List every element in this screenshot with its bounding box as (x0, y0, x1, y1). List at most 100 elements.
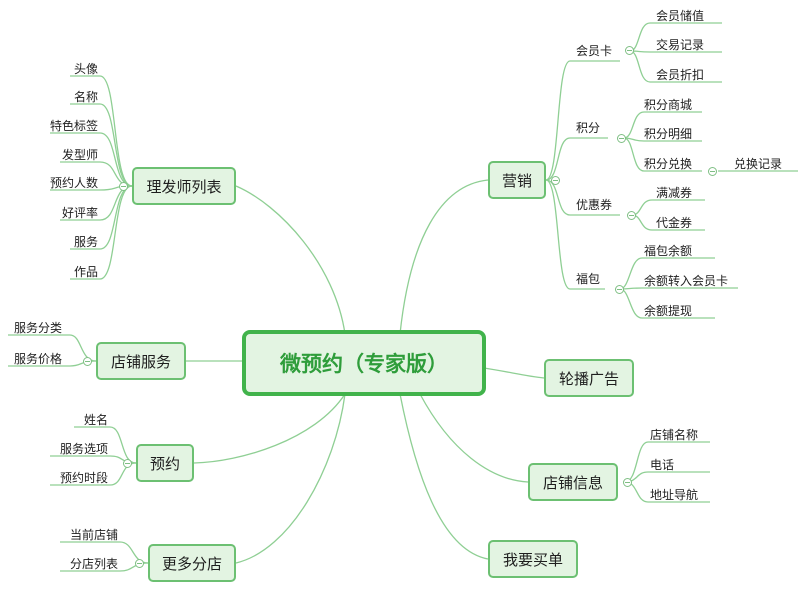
leaf-label: 作品 (73, 265, 98, 279)
leaf-label: 头像 (73, 62, 98, 76)
root-node[interactable]: 微预约（专家版） (242, 330, 486, 396)
leaf-label: 积分商城 (644, 98, 693, 112)
leaf-discount-coupon[interactable]: 满减券 (652, 186, 708, 202)
branch-label: 营销 (501, 171, 532, 190)
leaf-service-category[interactable]: 服务分类 (10, 321, 76, 337)
leaf-address-nav[interactable]: 地址导航 (646, 488, 712, 504)
leaf-label: 名称 (73, 90, 98, 104)
leaf-rating[interactable]: 好评率 (50, 206, 102, 222)
branch-label: 店铺服务 (110, 352, 171, 371)
leaf-store-name[interactable]: 店铺名称 (646, 428, 712, 444)
edge-root-checkout (399, 393, 489, 560)
leaf-label: 特色标签 (49, 119, 98, 133)
leaf-label: 余额转入会员卡 (644, 274, 729, 288)
sub-coupons[interactable]: 优惠券 (572, 195, 632, 217)
branch-store-service[interactable]: 店铺服务 (96, 342, 186, 380)
leaf-label: 姓名 (83, 413, 108, 427)
leaf-balance-to-card[interactable]: 余额转入会员卡 (640, 274, 740, 290)
collapse-toggle-icon[interactable] (119, 182, 128, 191)
collapse-toggle-icon[interactable] (83, 357, 92, 366)
leaf-label: 当前店铺 (69, 528, 118, 542)
leaf-label: 好评率 (61, 206, 98, 220)
branch-label: 轮播广告 (558, 369, 619, 388)
leaf-label: 积分明细 (644, 127, 693, 141)
leaf-member-discount[interactable]: 会员折扣 (652, 68, 718, 84)
sub-label: 会员卡 (576, 44, 613, 58)
leaf-points-exchange[interactable]: 积分兑换 (640, 157, 706, 173)
leaf-avatar[interactable]: 头像 (60, 62, 102, 78)
leaf-service-options[interactable]: 服务选项 (42, 442, 112, 458)
leaf-label: 店铺名称 (650, 428, 699, 442)
leaf-member-deposit[interactable]: 会员储值 (652, 9, 718, 25)
leaf-balance-withdraw[interactable]: 余额提现 (640, 304, 716, 320)
leaf-branch-list[interactable]: 分店列表 (52, 557, 122, 573)
branch-label: 预约 (149, 454, 180, 473)
leaf-label: 交易记录 (656, 38, 705, 52)
leaf-label: 地址导航 (650, 488, 699, 502)
sub-membership-card[interactable]: 会员卡 (572, 41, 632, 63)
branch-barber-list[interactable]: 理发师列表 (132, 167, 236, 205)
leaf-stylist[interactable]: 发型师 (50, 148, 102, 164)
collapse-toggle-icon[interactable] (551, 176, 560, 185)
branch-store-info[interactable]: 店铺信息 (528, 463, 618, 501)
branch-label: 我要买单 (502, 550, 563, 569)
leaf-label: 代金券 (656, 216, 693, 230)
branch-label: 店铺信息 (542, 473, 603, 492)
collapse-toggle-icon[interactable] (617, 134, 626, 143)
branch-label: 更多分店 (161, 554, 222, 573)
leaf-name[interactable]: 名称 (60, 90, 102, 106)
collapse-toggle-icon[interactable] (123, 459, 132, 468)
sub-lucky-bag[interactable]: 福包 (572, 269, 622, 291)
leaf-label: 服务选项 (59, 442, 108, 456)
collapse-toggle-icon[interactable] (708, 167, 717, 176)
edge-root-marketing (399, 179, 489, 335)
leaf-label: 发型师 (61, 148, 98, 162)
leaf-cash-voucher[interactable]: 代金券 (652, 216, 708, 232)
leaf-label: 满减券 (656, 186, 693, 200)
leaf-feature-tags[interactable]: 特色标签 (40, 119, 102, 135)
leaf-service[interactable]: 服务 (60, 235, 102, 251)
leaf-label: 会员折扣 (656, 68, 705, 82)
leaf-label: 服务价格 (14, 352, 63, 366)
sub-points[interactable]: 积分 (572, 118, 622, 140)
leaf-label: 服务分类 (14, 321, 63, 335)
leaf-points-detail[interactable]: 积分明细 (640, 127, 706, 143)
leaf-label: 兑换记录 (734, 157, 783, 171)
leaf-label: 预约时段 (59, 471, 108, 485)
leaf-label: 电话 (650, 458, 675, 472)
edge-root-store-info (419, 393, 529, 483)
collapse-toggle-icon[interactable] (135, 559, 144, 568)
leaf-bag-balance[interactable]: 福包余额 (640, 244, 716, 260)
leaf-booking-count[interactable]: 预约人数 (40, 176, 102, 192)
leaf-label: 福包余额 (644, 244, 693, 258)
leaf-label: 积分兑换 (644, 157, 693, 171)
collapse-toggle-icon[interactable] (625, 46, 634, 55)
sub-label: 福包 (576, 272, 601, 286)
leaf-phone[interactable]: 电话 (646, 458, 712, 474)
edge-root-booking (193, 393, 346, 464)
branch-checkout[interactable]: 我要买单 (488, 540, 578, 578)
leaf-label: 预约人数 (49, 176, 98, 190)
collapse-toggle-icon[interactable] (615, 285, 624, 294)
branch-booking[interactable]: 预约 (136, 444, 194, 482)
leaf-service-price[interactable]: 服务价格 (10, 352, 76, 368)
branch-marketing[interactable]: 营销 (488, 161, 546, 199)
branch-carousel-ads[interactable]: 轮播广告 (544, 359, 634, 397)
leaf-customer-name[interactable]: 姓名 (66, 413, 112, 429)
branch-label: 理发师列表 (146, 177, 222, 196)
collapse-toggle-icon[interactable] (627, 211, 636, 220)
branch-more-stores[interactable]: 更多分店 (148, 544, 236, 582)
sub-label: 积分 (576, 121, 601, 135)
root-label: 微预约（专家版） (280, 352, 448, 376)
leaf-transaction-record[interactable]: 交易记录 (652, 38, 718, 54)
leaf-works[interactable]: 作品 (60, 265, 102, 281)
collapse-toggle-icon[interactable] (623, 478, 632, 487)
leaf-time-slot[interactable]: 预约时段 (42, 471, 112, 487)
edge-root-carousel (483, 367, 545, 379)
leaf-exchange-record[interactable]: 兑换记录 (730, 157, 796, 173)
leaf-label: 服务 (73, 235, 98, 249)
edge-root-barber-list (235, 185, 346, 335)
leaf-current-store[interactable]: 当前店铺 (52, 528, 122, 544)
leaf-points-mall[interactable]: 积分商城 (640, 98, 706, 114)
